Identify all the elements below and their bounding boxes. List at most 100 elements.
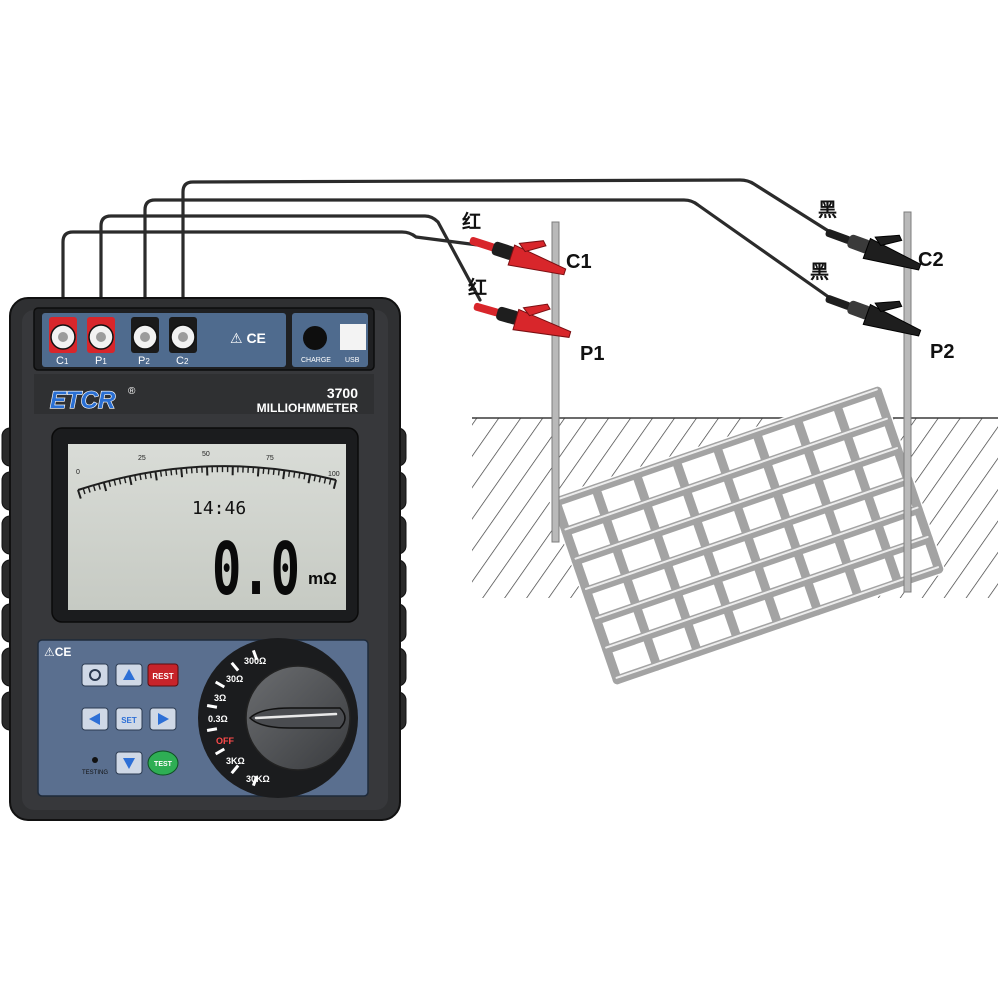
clip-p1 [473, 302, 572, 338]
range-dial-tick [206, 727, 218, 732]
terminal-c2-label: C2 [176, 355, 189, 367]
label-red-1: 红 [462, 210, 481, 233]
lcd-scale-tick [185, 467, 188, 474]
label-p2: P2 [930, 341, 954, 363]
lcd-scale-tick [318, 476, 322, 483]
scale-label-100: 100 [328, 471, 340, 478]
model-number: 3700 [327, 385, 358, 401]
test-button[interactable]: TEST [147, 750, 179, 776]
clip-p2 [825, 295, 922, 337]
usb-port[interactable] [340, 324, 366, 350]
range-3ohm: 3Ω [214, 693, 226, 703]
scale-label-75: 75 [266, 455, 274, 462]
knob-pointer [248, 707, 346, 729]
lcd-scale-tick [313, 475, 317, 482]
lcd-scale-tick [303, 473, 306, 480]
range-dial-tick [214, 680, 226, 689]
lcd-scale-tick [149, 472, 152, 479]
lcd-scale-tick [87, 486, 91, 493]
terminal-p2-label: P2 [138, 355, 150, 367]
scale-label-0: 0 [76, 469, 80, 476]
lcd-scale-tick [170, 469, 173, 476]
arrow-up-icon [123, 669, 135, 680]
lcd-scale-tick [262, 467, 265, 474]
meter-type-label: MILLIOHMMETER [257, 401, 359, 415]
lcd-scale-tick [77, 489, 82, 499]
lcd-scale-tick [102, 482, 108, 492]
label-p1: P1 [580, 343, 604, 365]
lcd-unit: mΩ [308, 569, 337, 588]
rod-left [551, 221, 560, 543]
terminal-p1[interactable] [87, 317, 115, 353]
terminal-c2[interactable] [169, 317, 197, 353]
test-button-label: TEST [154, 761, 173, 768]
label-red-2: 红 [468, 276, 487, 299]
lcd-scale-tick [298, 472, 301, 479]
cable-c2 [181, 178, 832, 310]
usb-label: USB [345, 357, 360, 364]
lcd-scale-tick [175, 468, 178, 475]
range-30kohm: 30KΩ [246, 774, 270, 784]
lcd-time: 14:46 [192, 498, 246, 519]
down-button[interactable] [115, 751, 143, 775]
lcd-scale-tick [108, 480, 112, 487]
lcd-scale-tick [332, 479, 337, 489]
lcd-scale-tick [293, 471, 296, 478]
lcd-scale-tick [123, 477, 127, 484]
lcd-scale-ticks [77, 466, 337, 499]
set-button[interactable]: SET [115, 707, 143, 731]
panel-cert-marks: ⚠CE [44, 645, 71, 659]
brand-logo: ETCR [50, 387, 116, 414]
range-300ohm: 300Ω [244, 656, 266, 666]
lcd-scale-tick [92, 485, 96, 492]
rod-right [903, 211, 912, 593]
terminal-p1-label: P1 [95, 355, 107, 367]
ground-rods [551, 211, 912, 593]
lcd-scale-tick [134, 474, 137, 482]
arrow-right-icon [158, 713, 169, 725]
scale-label-50: 50 [202, 451, 210, 458]
rest-button[interactable]: REST [147, 663, 179, 687]
range-dial-tick [251, 775, 259, 787]
lcd-scale-tick [154, 471, 158, 481]
sun-icon [89, 669, 101, 681]
terminal-c1-label: C1 [56, 355, 69, 367]
lcd-scale-tick [277, 469, 280, 476]
arrow-down-icon [123, 758, 135, 769]
set-button-label: SET [121, 716, 137, 725]
scale-label-25: 25 [138, 455, 146, 462]
range-dial-tick [206, 704, 218, 709]
lcd-scale-tick [282, 470, 286, 480]
cables [61, 178, 832, 310]
charge-label: CHARGE [301, 357, 331, 364]
charge-port[interactable] [303, 326, 327, 350]
up-button[interactable] [115, 663, 143, 687]
range-dial-tick [230, 661, 240, 672]
lcd-reading: 0.0 [212, 527, 300, 611]
lcd-scale-tick [288, 470, 291, 477]
clip-c1 [469, 236, 567, 276]
arrow-left-icon [89, 713, 100, 725]
range-0.3ohm: 0.3Ω [208, 714, 228, 724]
cert-marks: ⚠ CE [230, 330, 266, 346]
testing-indicator [92, 757, 98, 763]
range-dial-tick [214, 747, 226, 756]
lcd-scale-tick [128, 475, 133, 486]
cable-c1 [61, 230, 480, 310]
rest-button-label: REST [152, 672, 173, 681]
testing-label: TESTING [82, 770, 108, 776]
ground-grid [548, 383, 947, 688]
terminal-p2[interactable] [131, 317, 159, 353]
range-3kohm: 3KΩ [226, 756, 245, 766]
lcd-scale-tick [139, 473, 142, 481]
label-c1: C1 [566, 251, 592, 273]
light-button[interactable] [81, 663, 109, 687]
lcd-scale-tick [323, 477, 327, 484]
range-30ohm: 30Ω [226, 674, 243, 684]
range-selector-knob[interactable] [245, 665, 351, 771]
clip-c2 [825, 229, 922, 271]
terminal-c1[interactable] [49, 317, 77, 353]
left-button[interactable] [81, 707, 109, 731]
right-button[interactable] [149, 707, 177, 731]
range-dial-tick [230, 764, 240, 775]
